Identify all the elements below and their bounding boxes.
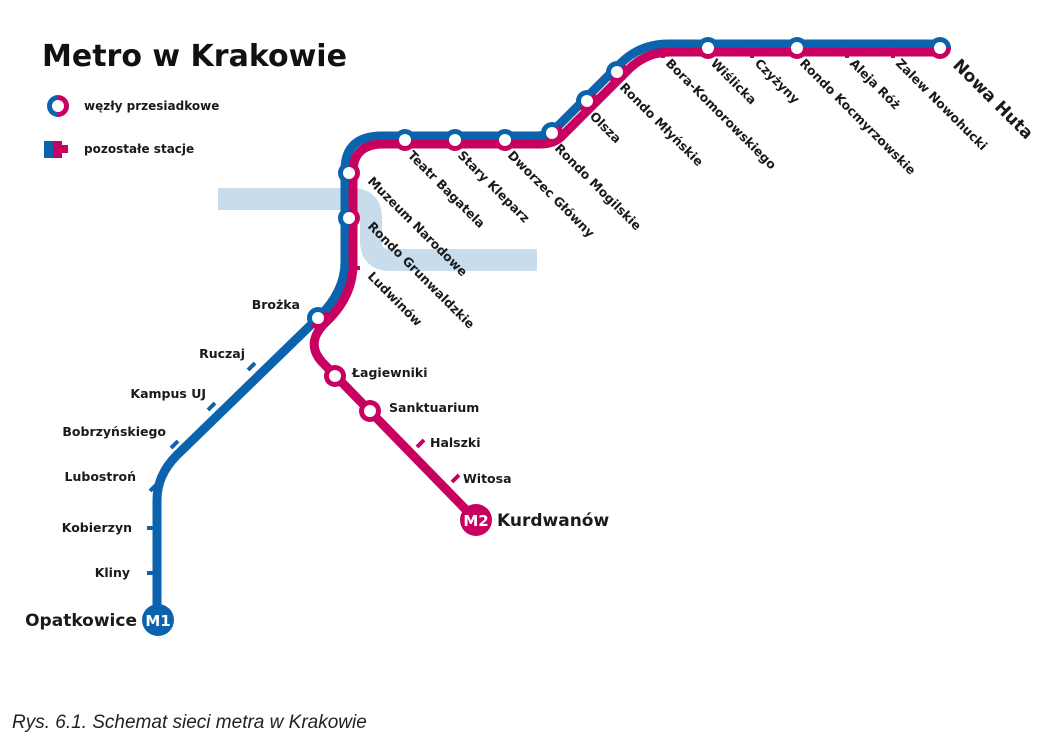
- station-label: Rondo Mogilskie: [552, 141, 645, 234]
- river: [218, 188, 537, 271]
- station-legend-icon: [44, 141, 53, 158]
- interchange-station-marker[interactable]: [338, 162, 360, 184]
- interchange-station-marker[interactable]: [394, 129, 416, 151]
- interchange-station-marker[interactable]: [338, 207, 360, 229]
- interchange-station-marker[interactable]: [786, 37, 808, 59]
- interchange-station-marker[interactable]: [606, 61, 628, 83]
- interchange-station-marker[interactable]: [444, 129, 466, 151]
- station-label: Olsza: [587, 109, 625, 147]
- station-label: Kampus UJ: [130, 386, 206, 401]
- interchange-station-marker[interactable]: [307, 307, 329, 329]
- station-label: Brożka: [252, 297, 300, 312]
- station-label: Bobrzyńskiego: [62, 424, 166, 439]
- station-label: Łagiewniki: [351, 365, 428, 380]
- station-label: Czyżyny: [752, 56, 803, 107]
- station-label: Kurdwanów: [497, 511, 609, 531]
- interchange-station-marker[interactable]: [697, 37, 719, 59]
- legend-interchange-label: węzły przesiadkowe: [84, 99, 219, 113]
- station-label: Lubostroń: [65, 469, 136, 484]
- station-label: Sanktuarium: [389, 400, 479, 415]
- interchange-station-marker[interactable]: [359, 400, 381, 422]
- station-label: Kliny: [95, 565, 130, 580]
- station-label: Opatkowice: [25, 611, 137, 631]
- interchange-station-marker[interactable]: [541, 122, 563, 144]
- m2-badge-label: M2: [463, 512, 488, 530]
- station-label: Kobierzyn: [62, 520, 132, 535]
- station-label: Halszki: [430, 435, 481, 450]
- interchange-station-marker[interactable]: [576, 90, 598, 112]
- station-label: Witosa: [463, 471, 512, 486]
- station-label: Ruczaj: [199, 346, 245, 361]
- interchange-station-marker[interactable]: [929, 37, 951, 59]
- m2-line: [309, 47, 940, 524]
- map-title: Metro w Krakowie: [42, 39, 347, 74]
- station-tick[interactable]: [246, 361, 257, 372]
- interchange-station-marker[interactable]: [494, 129, 516, 151]
- station-tick[interactable]: [450, 473, 461, 484]
- station-tick[interactable]: [415, 438, 426, 449]
- legend-other-label: pozostałe stacje: [84, 142, 194, 156]
- station-tick[interactable]: [206, 401, 217, 412]
- figure-caption: Rys. 6.1. Schemat sieci metra w Krakowie: [12, 712, 367, 733]
- m1-badge-label: M1: [145, 612, 170, 630]
- m2-terminus-badge[interactable]: M2: [460, 504, 492, 536]
- interchange-station-marker[interactable]: [324, 365, 346, 387]
- station-tick[interactable]: [148, 482, 159, 493]
- station-tick[interactable]: [169, 439, 180, 450]
- legend: węzły przesiadkowe pozostałe stacje: [44, 95, 219, 158]
- m1-terminus-badge[interactable]: M1: [142, 604, 174, 636]
